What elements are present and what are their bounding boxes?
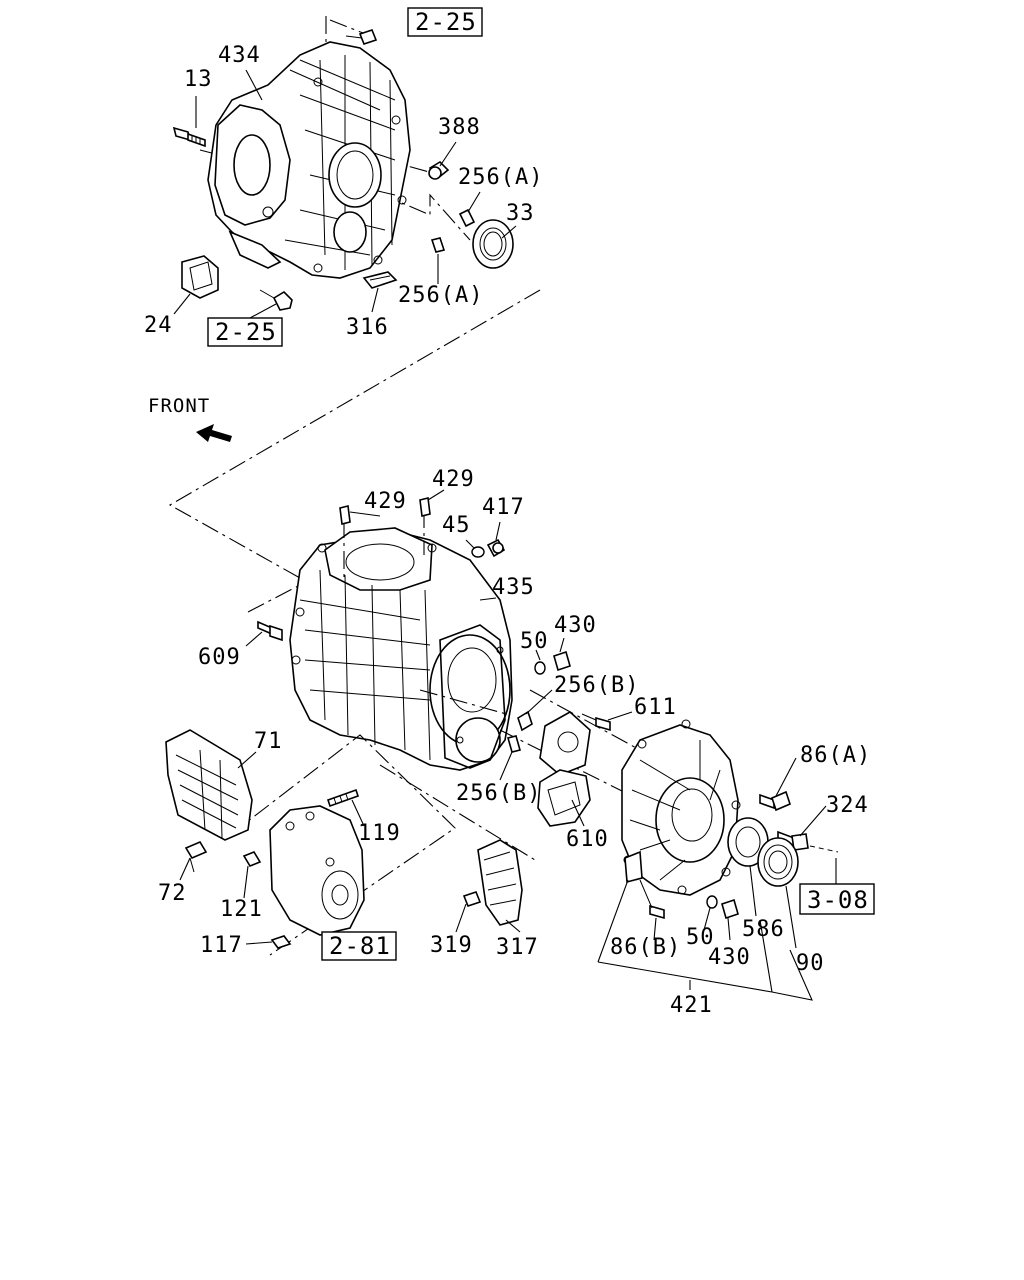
label-319: 319	[430, 933, 473, 958]
bolt-top-2-25	[345, 29, 378, 45]
label-13: 13	[184, 67, 213, 92]
label-388: 388	[438, 115, 481, 140]
bolt-bottom-2-25	[259, 289, 293, 311]
pin-429-left	[339, 505, 351, 525]
label-435: 435	[492, 575, 535, 600]
plug-430	[553, 650, 571, 672]
oring-45	[471, 546, 485, 558]
label-434: 434	[218, 43, 261, 68]
pin-429-right	[419, 497, 431, 517]
label-24: 24	[144, 313, 173, 338]
gasket-610	[537, 769, 591, 827]
gasket-plate	[539, 711, 591, 776]
adapter-assembly	[269, 805, 365, 936]
label-117: 117	[200, 933, 243, 958]
label-421: 421	[670, 993, 713, 1018]
bolt-117	[270, 935, 292, 949]
ref-2-81[interactable]: 2-81	[329, 932, 391, 960]
plug-417	[486, 538, 506, 558]
stud-3-08	[809, 845, 839, 853]
front-label: FRONT	[148, 395, 210, 417]
label-256b-2: 256(B)	[456, 781, 541, 806]
seal-33	[472, 219, 514, 269]
ref-2-25-bottom[interactable]: 2-25	[215, 318, 277, 346]
front-arrow-icon	[196, 424, 232, 442]
label-86b: 86(B)	[610, 935, 681, 960]
dowel-256b-2	[507, 735, 521, 753]
label-324: 324	[826, 793, 869, 818]
dowel-256a-1	[458, 208, 476, 228]
label-256b-1: 256(B)	[554, 673, 639, 698]
bolt-86b	[639, 879, 665, 920]
ref-box-2-25-bottom	[207, 317, 283, 347]
label-86a: 86(A)	[800, 743, 871, 768]
label-121: 121	[220, 897, 263, 922]
label-317: 317	[496, 935, 539, 960]
label-611: 611	[634, 695, 677, 720]
label-430-2: 430	[708, 945, 751, 970]
label-50-2: 50	[686, 925, 715, 950]
ref-box-2-81	[321, 931, 397, 961]
label-316: 316	[346, 315, 389, 340]
label-417: 417	[482, 495, 525, 520]
label-256a-1: 256(A)	[458, 165, 543, 190]
label-33: 33	[506, 201, 535, 226]
clutch-housing-434	[199, 16, 471, 279]
bolt-86a	[759, 790, 791, 812]
bolt-13	[172, 126, 206, 148]
bolt-611	[581, 713, 611, 732]
seal-90	[757, 837, 799, 887]
dowel-256a-2	[430, 237, 446, 253]
label-586: 586	[742, 917, 785, 942]
bolt-609	[257, 620, 283, 642]
label-609: 609	[198, 645, 241, 670]
ref-box-3-08	[799, 883, 875, 915]
label-119: 119	[358, 821, 401, 846]
plug-430-b	[721, 898, 739, 920]
transmission-case-435	[289, 527, 513, 771]
bolt-72	[184, 840, 208, 873]
nut-121	[242, 851, 262, 867]
label-90: 90	[796, 951, 825, 976]
oring-50-b	[706, 895, 718, 909]
extension-housing-421	[621, 719, 741, 896]
label-429-left: 429	[364, 489, 407, 514]
dowel-256b-1	[517, 710, 533, 732]
side-cover-71	[165, 729, 253, 841]
label-71: 71	[254, 729, 283, 754]
label-610: 610	[566, 827, 609, 852]
oring-50	[534, 661, 546, 675]
bolt-319	[462, 891, 482, 907]
stud-119	[326, 788, 360, 808]
cover-24	[181, 255, 219, 299]
ref-2-25-top[interactable]: 2-25	[415, 8, 477, 36]
ref-3-08[interactable]: 3-08	[807, 886, 869, 914]
label-430-1: 430	[554, 613, 597, 638]
label-256a-2: 256(A)	[398, 283, 483, 308]
plate-316	[362, 271, 398, 289]
label-429-right: 429	[432, 467, 475, 492]
ref-box-2-25-top	[407, 7, 483, 37]
leader-lines	[173, 69, 837, 1001]
label-50-1: 50	[520, 629, 549, 654]
label-45: 45	[442, 513, 471, 538]
cover-317	[477, 839, 523, 926]
bushing-388	[428, 160, 450, 180]
label-72: 72	[158, 881, 187, 906]
